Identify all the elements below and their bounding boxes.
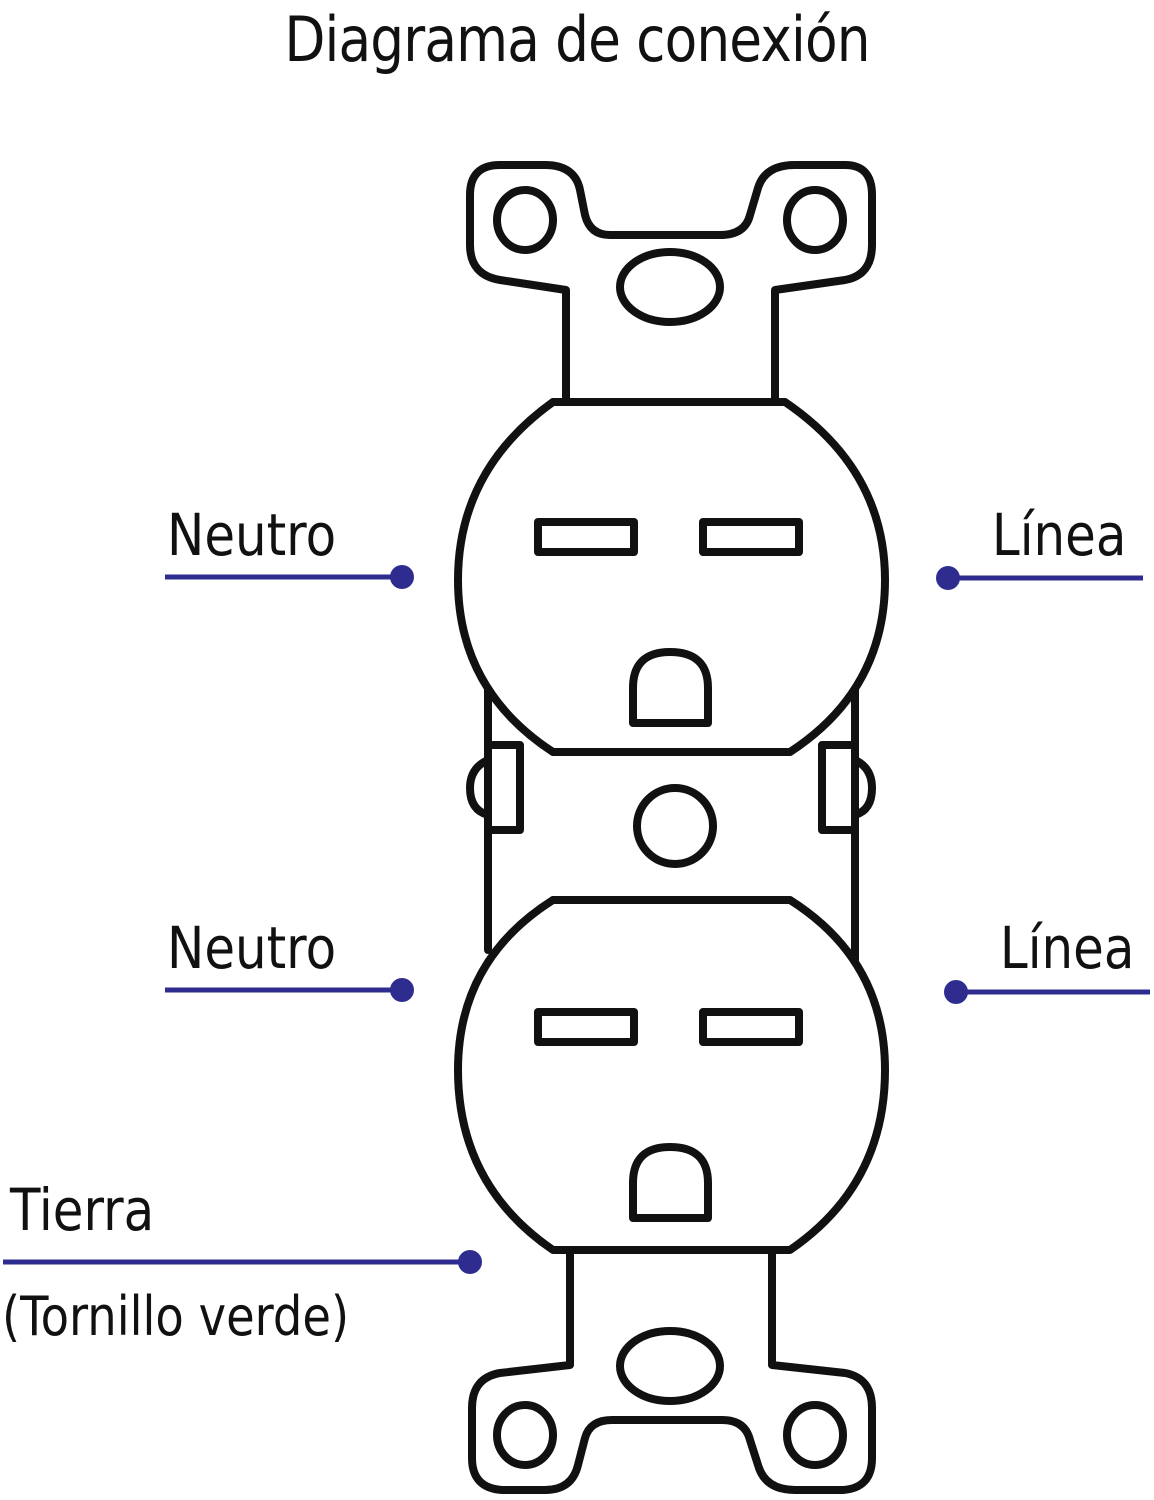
bottom-mounting-strap: [468, 1248, 876, 1494]
left-terminal-screw-upper: [484, 741, 524, 834]
label-ground: Tierra: [10, 1176, 155, 1244]
label-line-lower: Línea: [999, 914, 1134, 982]
terminal-dot-ground: [458, 1250, 482, 1274]
upper-neutral-slot: [534, 518, 638, 556]
upper-line-slot: [699, 518, 803, 556]
right-terminal-screw-upper: [818, 741, 859, 834]
terminal-dot-neutral-upper: [390, 565, 414, 589]
label-neutral-upper: Neutro: [167, 501, 337, 569]
bottom-strap-right-hole: [783, 1401, 847, 1469]
label-line-upper: Línea: [991, 501, 1126, 569]
label-ground-note: (Tornillo verde): [2, 1285, 350, 1348]
label-neutral-lower: Neutro: [167, 914, 337, 982]
terminal-dot-line-lower: [944, 980, 968, 1004]
top-mounting-strap: [466, 161, 876, 406]
center-mounting-screw: [633, 784, 717, 868]
terminal-dot-neutral-lower: [390, 978, 414, 1002]
bottom-strap-left-hole: [493, 1401, 557, 1469]
diagram-title: Diagrama de conexión: [284, 3, 870, 76]
left-terminal-screw-bulge: [466, 756, 492, 819]
lower-neutral-slot: [534, 1008, 638, 1046]
upper-ground-hole: [629, 648, 712, 727]
bottom-strap-center-slot: [616, 1327, 724, 1405]
top-strap-left-hole: [493, 186, 557, 254]
terminal-dot-line-upper: [936, 566, 960, 590]
right-terminal-screw-bulge: [851, 756, 876, 819]
upper-receptacle-face: [454, 398, 889, 756]
lower-ground-hole: [629, 1143, 712, 1222]
top-strap-right-hole: [783, 186, 847, 254]
lower-receptacle-face: [454, 896, 889, 1254]
lower-line-slot: [699, 1008, 803, 1046]
top-strap-center-slot: [616, 248, 724, 326]
